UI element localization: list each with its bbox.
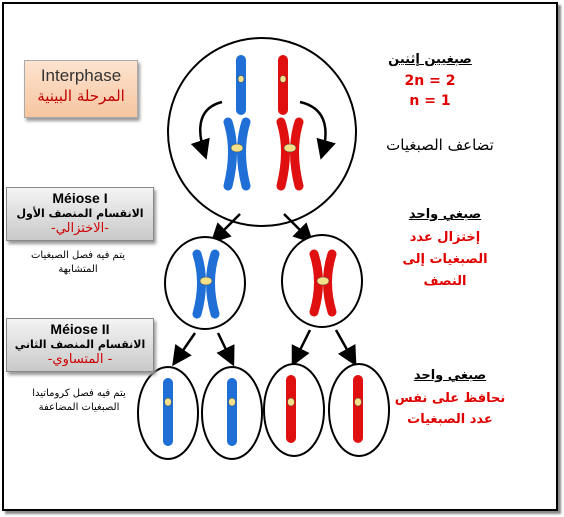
chromosome-red-single [278,55,288,115]
interphase-title: Interphase [40,66,122,85]
chromosome-blue-single [236,55,246,115]
chromatid-red-1 [286,375,296,443]
arrow-to-cell-blue [210,213,241,244]
meiosis1-note: يتم فيه فصل الصبغيات المتشابهة [8,249,148,277]
right-top-n: n = 1 [409,93,451,109]
interphase-box: Interphase المرحلة البينية [24,60,138,118]
arrow-to-cell-red [283,213,314,244]
meiosis1-note-line1: يتم فيه فصل الصبغيات [31,250,125,261]
arrow-m2-4 [334,329,357,367]
meiosis1-title: Méiose I [52,190,108,206]
meiosis2-note: يتم فيه فصل كروماتيدا الصبغيات المضاعفة [4,387,154,415]
chromosome-blue-duplicated [223,117,251,191]
right-bot-line2: عدد الصبغيات [407,412,493,427]
arrow-m2-2 [216,332,235,367]
meiosis2-note-line1: يتم فيه فصل كروماتيدا [32,388,126,399]
meiosis2-subtitle: الانقسام المنصف الثاني [14,338,146,351]
meiosis2-note-line2: الصبغيات المضاعفة [38,402,120,413]
chromatid-red-2 [353,375,363,443]
meiosis2-title: Méiose II [50,321,110,337]
right-bot-title: صبغي واحد [413,368,487,383]
chromatid-blue-1 [163,378,173,446]
duplication-arrow-left [190,100,223,160]
parent-cell [167,37,357,227]
chromosome-red-m1 [309,249,337,317]
meiosis1-subtitle: الانقسام المنصف الأول [16,207,144,220]
right-top-title: صبغيين إثنين [388,52,472,67]
chromosome-red-duplicated [276,117,304,191]
meiosis1-type: -الاختزالي- [51,221,109,236]
diagram-frame [2,2,558,511]
right-mid-line2: الصبغيات إلى [402,252,488,267]
meiosis2-type: - المتساوي- [47,352,113,367]
chromatid-blue-2 [227,378,237,446]
right-top-2n: 2n = 2 [404,73,456,89]
right-mid-title: صبغي واحد [408,207,482,222]
interphase-subtitle: المرحلة البينية [37,87,125,105]
arrow-m2-3 [291,329,312,367]
right-bot-line1: نحافظ على نفس [394,391,506,406]
arrow-m2-1 [172,332,197,367]
right-mid-line1: إختزال عدد [409,230,481,245]
duplication-label: تضاعف الصبغيات [386,136,494,154]
meiosis2-box: Méiose II الانقسام المنصف الثاني - المتس… [6,318,154,372]
duplication-arrow-right [299,100,336,160]
right-mid-line3: النصف [423,274,467,289]
meiosis1-box: Méiose I الانقسام المنصف الأول -الاختزال… [6,187,154,241]
meiosis1-note-line2: المتشابهة [58,264,98,275]
chromosome-blue-m1 [192,249,220,319]
